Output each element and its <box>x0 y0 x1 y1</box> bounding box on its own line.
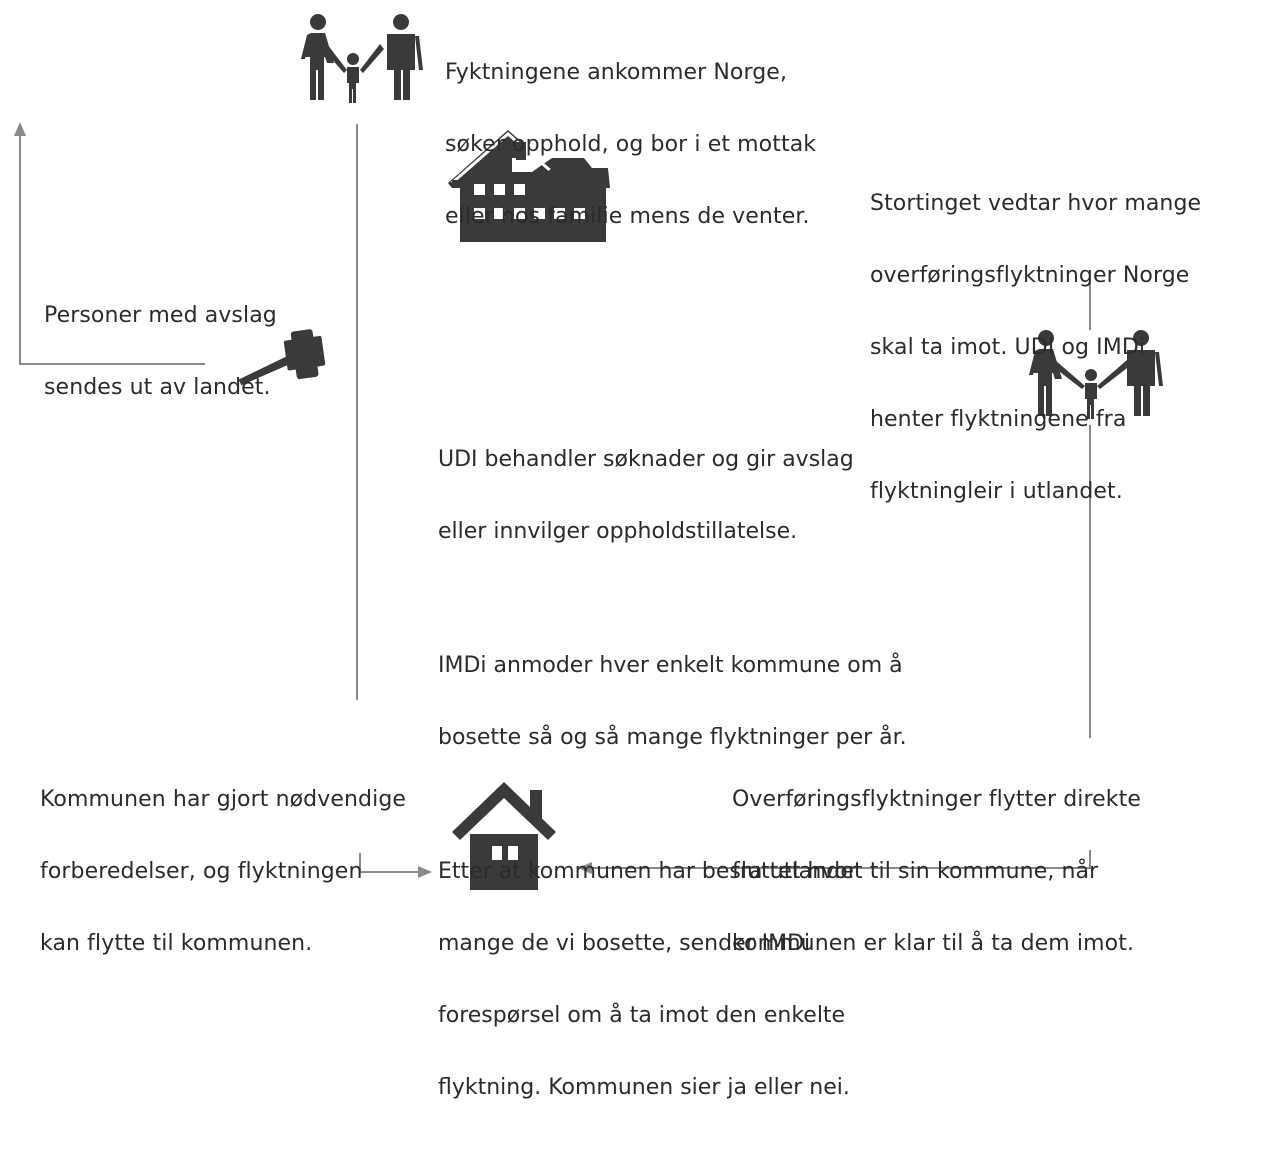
storting-line: flyktningleir i utlandet. <box>870 479 1123 504</box>
municipality-ready-text: Kommunen har gjort nødvendige forberedel… <box>40 740 406 980</box>
storting-line: overføringsflyktninger Norge <box>870 263 1190 288</box>
transfer-text: Overføringsflyktninger flytter direkte f… <box>732 740 1141 980</box>
rejection-line: sendes ut av landet. <box>44 375 271 400</box>
to-house-left-arrowhead <box>418 866 432 878</box>
deportation-arrow-line <box>19 132 205 365</box>
arrival-text: Fyktningene ankommer Norge, søker opphol… <box>445 13 816 253</box>
family-icon <box>1029 330 1163 419</box>
process-line: flyktning. Kommunen sier ja eller nei. <box>438 1075 850 1100</box>
family-icon <box>301 14 423 103</box>
process-line: eller innvilger oppholdstillatelse. <box>438 519 798 544</box>
gavel-icon <box>238 329 326 386</box>
reception-center-icon <box>448 130 610 242</box>
transfer-line: Overføringsflyktninger flytter direkte <box>732 787 1142 812</box>
municipality-ready-line: Kommunen har gjort nødvendige <box>40 787 407 812</box>
arrival-line: Fyktningene ankommer Norge, <box>445 60 788 85</box>
process-line: bosette så og så mange flyktninger per å… <box>438 725 907 750</box>
storting-text: Stortinget vedtar hvor mange overførings… <box>870 144 1201 528</box>
rejection-text: Personer med avslag sendes ut av landet. <box>44 256 277 424</box>
to-house-left-arrow-line <box>359 853 420 873</box>
process-paragraph: UDI behandler søknader og gir avslag ell… <box>438 400 907 592</box>
municipality-ready-line: forberedelser, og flyktningen <box>40 859 363 884</box>
house-icon <box>452 782 556 890</box>
transfer-line: kommunen er klar til å ta dem imot. <box>732 931 1135 956</box>
rejection-line: Personer med avslag <box>44 303 277 328</box>
transfer-line: fra utlandet til sin kommune, når <box>732 859 1099 884</box>
to-house-right-arrow-line <box>590 850 1091 869</box>
storting-line: henter flyktningene fra <box>870 407 1127 432</box>
process-line: IMDi anmoder hver enkelt kommune om å <box>438 653 903 678</box>
process-line: forespørsel om å ta imot den enkelte <box>438 1003 846 1028</box>
process-line: Etter at kommunen har besluttet hvor <box>438 859 857 884</box>
municipality-ready-line: kan flytte til kommunen. <box>40 931 313 956</box>
deportation-arrowhead <box>14 122 26 136</box>
storting-line: Stortinget vedtar hvor mange <box>870 191 1202 216</box>
storting-line: skal ta imot. UDI og IMDi <box>870 335 1146 360</box>
process-paragraph: IMDi anmoder hver enkelt kommune om å bo… <box>438 606 907 798</box>
arrival-line: søker opphold, og bor i et mottak <box>445 132 817 157</box>
to-house-right-arrowhead <box>578 862 592 874</box>
process-line: UDI behandler søknader og gir avslag <box>438 447 854 472</box>
arrival-line: eller hos familie mens de venter. <box>445 204 810 229</box>
flow-connectors <box>14 14 1163 890</box>
